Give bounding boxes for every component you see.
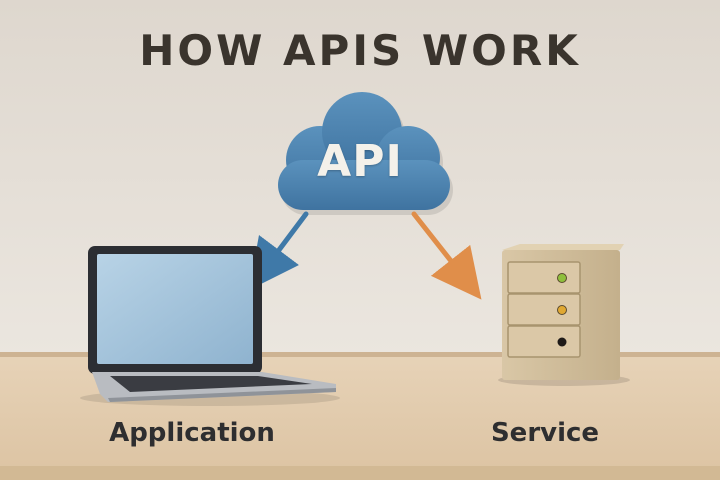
service-label: Service <box>490 418 600 448</box>
server-led-top <box>557 273 567 283</box>
server-illustration <box>498 244 630 386</box>
arrow-to-application <box>249 211 309 290</box>
server-led-middle <box>557 305 567 315</box>
arrow-to-service <box>411 211 482 300</box>
desk-edge <box>0 352 720 357</box>
desk-front <box>0 466 720 480</box>
server-led-bottom <box>557 337 567 347</box>
laptop-screen <box>97 254 253 364</box>
diagram-title: HOW APIS WORK <box>139 26 581 75</box>
cloud-label: API <box>317 136 403 187</box>
laptop-illustration <box>80 246 340 406</box>
application-label: Application <box>109 418 275 448</box>
api-cloud <box>278 92 453 215</box>
